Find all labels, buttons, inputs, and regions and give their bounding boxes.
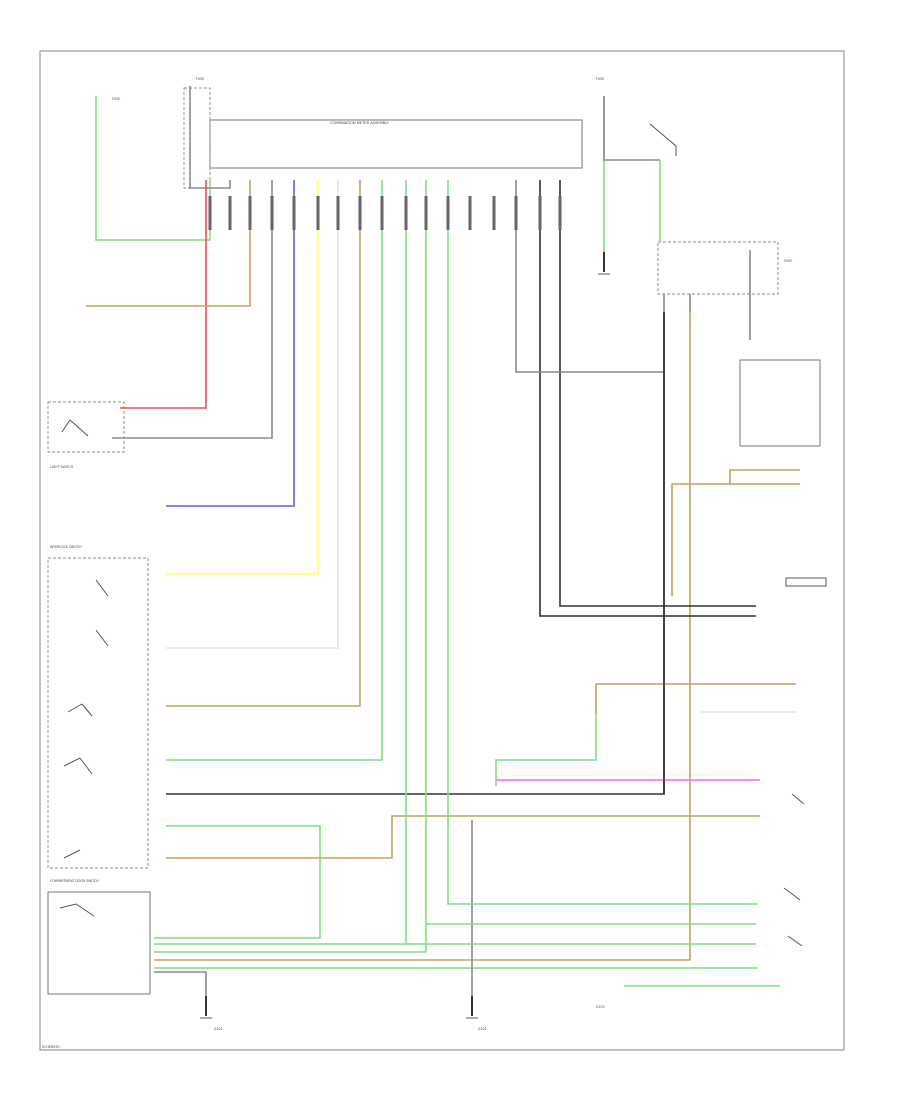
wire-white (166, 180, 339, 649)
fuse-label-b: FUSE (196, 77, 204, 81)
relay-symbol (649, 123, 677, 156)
wire-tan (86, 180, 251, 307)
wire-black (539, 180, 756, 617)
connector-pin (538, 196, 542, 230)
fuse-box-top-left (183, 87, 211, 189)
wire-gray (154, 971, 207, 996)
connector-pin (208, 196, 212, 230)
switch-symbol-9 (785, 577, 827, 587)
wire-tan (671, 469, 800, 596)
ground-label-left: G101 (214, 1027, 223, 1031)
connector-pin (492, 196, 496, 230)
wire-green (447, 180, 758, 905)
connector-pin (558, 196, 562, 230)
connector-pin (316, 196, 320, 230)
switch-symbol-8 (791, 793, 805, 805)
switch-symbol-1 (95, 579, 109, 597)
wire-gray (515, 180, 664, 373)
wires (86, 86, 800, 996)
wire-gray (189, 86, 231, 189)
wire-black (559, 180, 756, 607)
wire-green (154, 180, 427, 953)
connector-pin (468, 196, 472, 230)
connector-pin (358, 196, 362, 230)
switch-symbol-5 (63, 849, 81, 859)
wire-green (154, 180, 407, 945)
connector-pin (404, 196, 408, 230)
ground-symbol-right (598, 252, 610, 275)
wire-green (495, 714, 597, 786)
light-switch-symbol (61, 419, 89, 437)
connector-pin (228, 196, 232, 230)
interlock-label: INTERLOCK SWITCH (50, 545, 82, 549)
connector-pin (292, 196, 296, 230)
wire-green (154, 825, 321, 939)
module-label: COMBINATION METER ASSEMBLY (330, 121, 390, 125)
bottom-left-note: SCHEMATIC (42, 1045, 61, 1049)
connector-pin (446, 196, 450, 230)
wire-blue (166, 180, 295, 507)
fuse-label-d: FUSE (784, 259, 792, 263)
connector-pin (514, 196, 518, 230)
right-indicator-box (739, 359, 821, 447)
wire-yellow (166, 180, 319, 575)
diagram-frame (39, 50, 845, 1051)
light-switch-label: LIGHT SWITCH (50, 465, 74, 469)
wire-green (166, 180, 383, 761)
wire-red (120, 180, 207, 409)
connector-pin (248, 196, 252, 230)
switch-symbol-4 (63, 757, 93, 775)
ground-label-right: G103 (596, 1005, 605, 1009)
ground-symbol-left (200, 996, 212, 1019)
wire-black (166, 312, 665, 795)
switch-symbol-2 (95, 629, 109, 647)
wire-tan (595, 683, 796, 714)
compartment-label: COMPARTMENT DOOR SWITCH (50, 879, 99, 883)
switch-symbol-3 (67, 703, 93, 717)
connector-pin (270, 196, 274, 230)
switch-symbol-7 (783, 887, 803, 947)
compartment-switch-box (47, 891, 151, 995)
connector-pin (424, 196, 428, 230)
interlock-switch-box (47, 557, 149, 869)
fuse-label-c: FUSE (596, 77, 604, 81)
ground-symbol-mid (466, 996, 478, 1019)
wire-gray (112, 180, 273, 439)
ground-label-mid: G102 (478, 1027, 487, 1031)
wire-tan (166, 180, 361, 707)
connector-pin (336, 196, 340, 230)
wire-tan (154, 312, 691, 961)
fuse-box-right (657, 241, 779, 295)
switch-symbol-6 (59, 903, 95, 917)
combination-meter-module (209, 119, 583, 169)
light-switch-box (47, 401, 125, 453)
connector-pin (380, 196, 384, 230)
wire-tan (166, 815, 760, 859)
wire-green (95, 96, 211, 241)
fuse-label-a: FUSE (112, 97, 120, 101)
wire-gray (603, 96, 660, 161)
